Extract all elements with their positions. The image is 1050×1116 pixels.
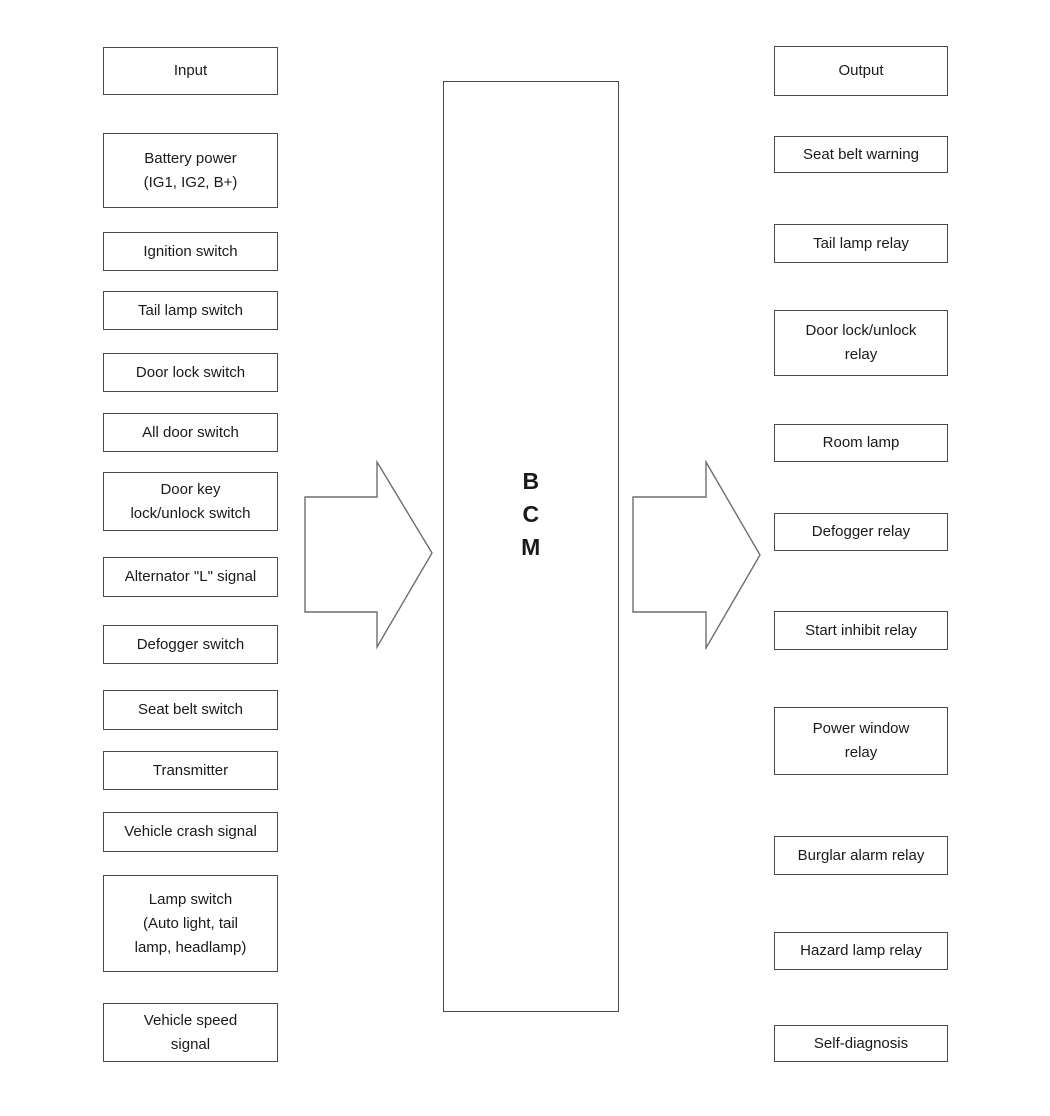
input-flow-arrow-icon	[304, 460, 433, 650]
input-box-vehicle-crash-signal: Vehicle crash signal	[103, 812, 278, 852]
input-column-header: Input	[103, 47, 278, 95]
input-box-seat-belt-switch: Seat belt switch	[103, 690, 278, 730]
input-box-all-door-switch: All door switch	[103, 413, 278, 452]
output-box-start-inhibit-relay: Start inhibit relay	[774, 611, 948, 650]
output-box-door-lock-unlock-relay: Door lock/unlock relay	[774, 310, 948, 376]
bcm-module-label: B C M	[521, 468, 541, 560]
output-column-header: Output	[774, 46, 948, 96]
input-box-lamp-switch: Lamp switch (Auto light, tail lamp, head…	[103, 875, 278, 972]
output-box-room-lamp: Room lamp	[774, 424, 948, 462]
output-box-self-diagnosis: Self-diagnosis	[774, 1025, 948, 1062]
input-box-vehicle-speed-signal: Vehicle speed signal	[103, 1003, 278, 1062]
input-box-door-key-lock-unlock-switch: Door key lock/unlock switch	[103, 472, 278, 531]
bcm-module-box: B C M	[443, 81, 619, 1012]
output-box-tail-lamp-relay: Tail lamp relay	[774, 224, 948, 263]
input-box-alternator-l-signal: Alternator "L" signal	[103, 557, 278, 597]
output-box-hazard-lamp-relay: Hazard lamp relay	[774, 932, 948, 970]
output-flow-arrow-icon	[632, 460, 761, 650]
input-box-tail-lamp-switch: Tail lamp switch	[103, 291, 278, 330]
output-box-defogger-relay: Defogger relay	[774, 513, 948, 551]
output-box-seat-belt-warning: Seat belt warning	[774, 136, 948, 173]
input-box-defogger-switch: Defogger switch	[103, 625, 278, 664]
output-box-burglar-alarm-relay: Burglar alarm relay	[774, 836, 948, 875]
input-box-door-lock-switch: Door lock switch	[103, 353, 278, 392]
input-box-battery-power: Battery power (IG1, IG2, B+)	[103, 133, 278, 208]
output-box-power-window-relay: Power window relay	[774, 707, 948, 775]
input-box-ignition-switch: Ignition switch	[103, 232, 278, 271]
input-box-transmitter: Transmitter	[103, 751, 278, 790]
